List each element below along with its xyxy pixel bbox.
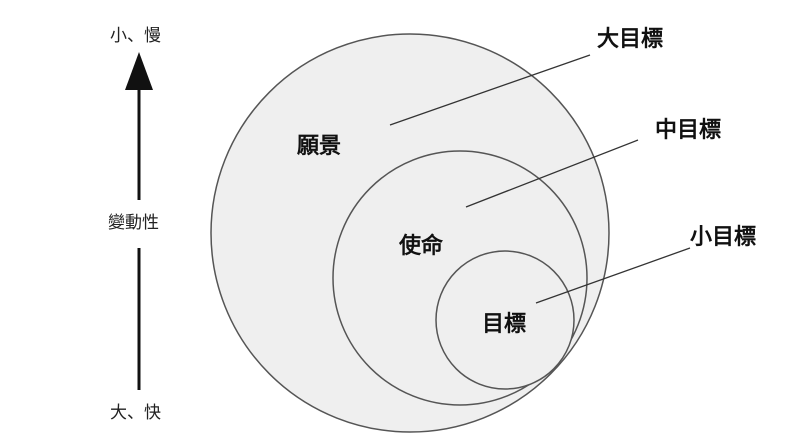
vision-label: 願景 (297, 134, 342, 159)
arrow-up-icon (125, 52, 153, 90)
axis-middle-label: 變動性 (108, 213, 159, 233)
axis-top-label: 小、慢 (110, 26, 161, 46)
large-goal-callout: 大目標 (597, 27, 664, 52)
callout-line-medium-goal (465, 139, 639, 208)
mission-label: 使命 (399, 234, 444, 259)
axis-bottom-label: 大、快 (110, 403, 161, 423)
goal-label: 目標 (482, 312, 527, 337)
callout-line-small-goal (535, 247, 691, 304)
small-goal-callout: 小目標 (690, 225, 757, 250)
callout-line-large-goal (389, 54, 591, 126)
inner-circle-goal (435, 250, 575, 390)
medium-goal-callout: 中目標 (655, 118, 722, 143)
